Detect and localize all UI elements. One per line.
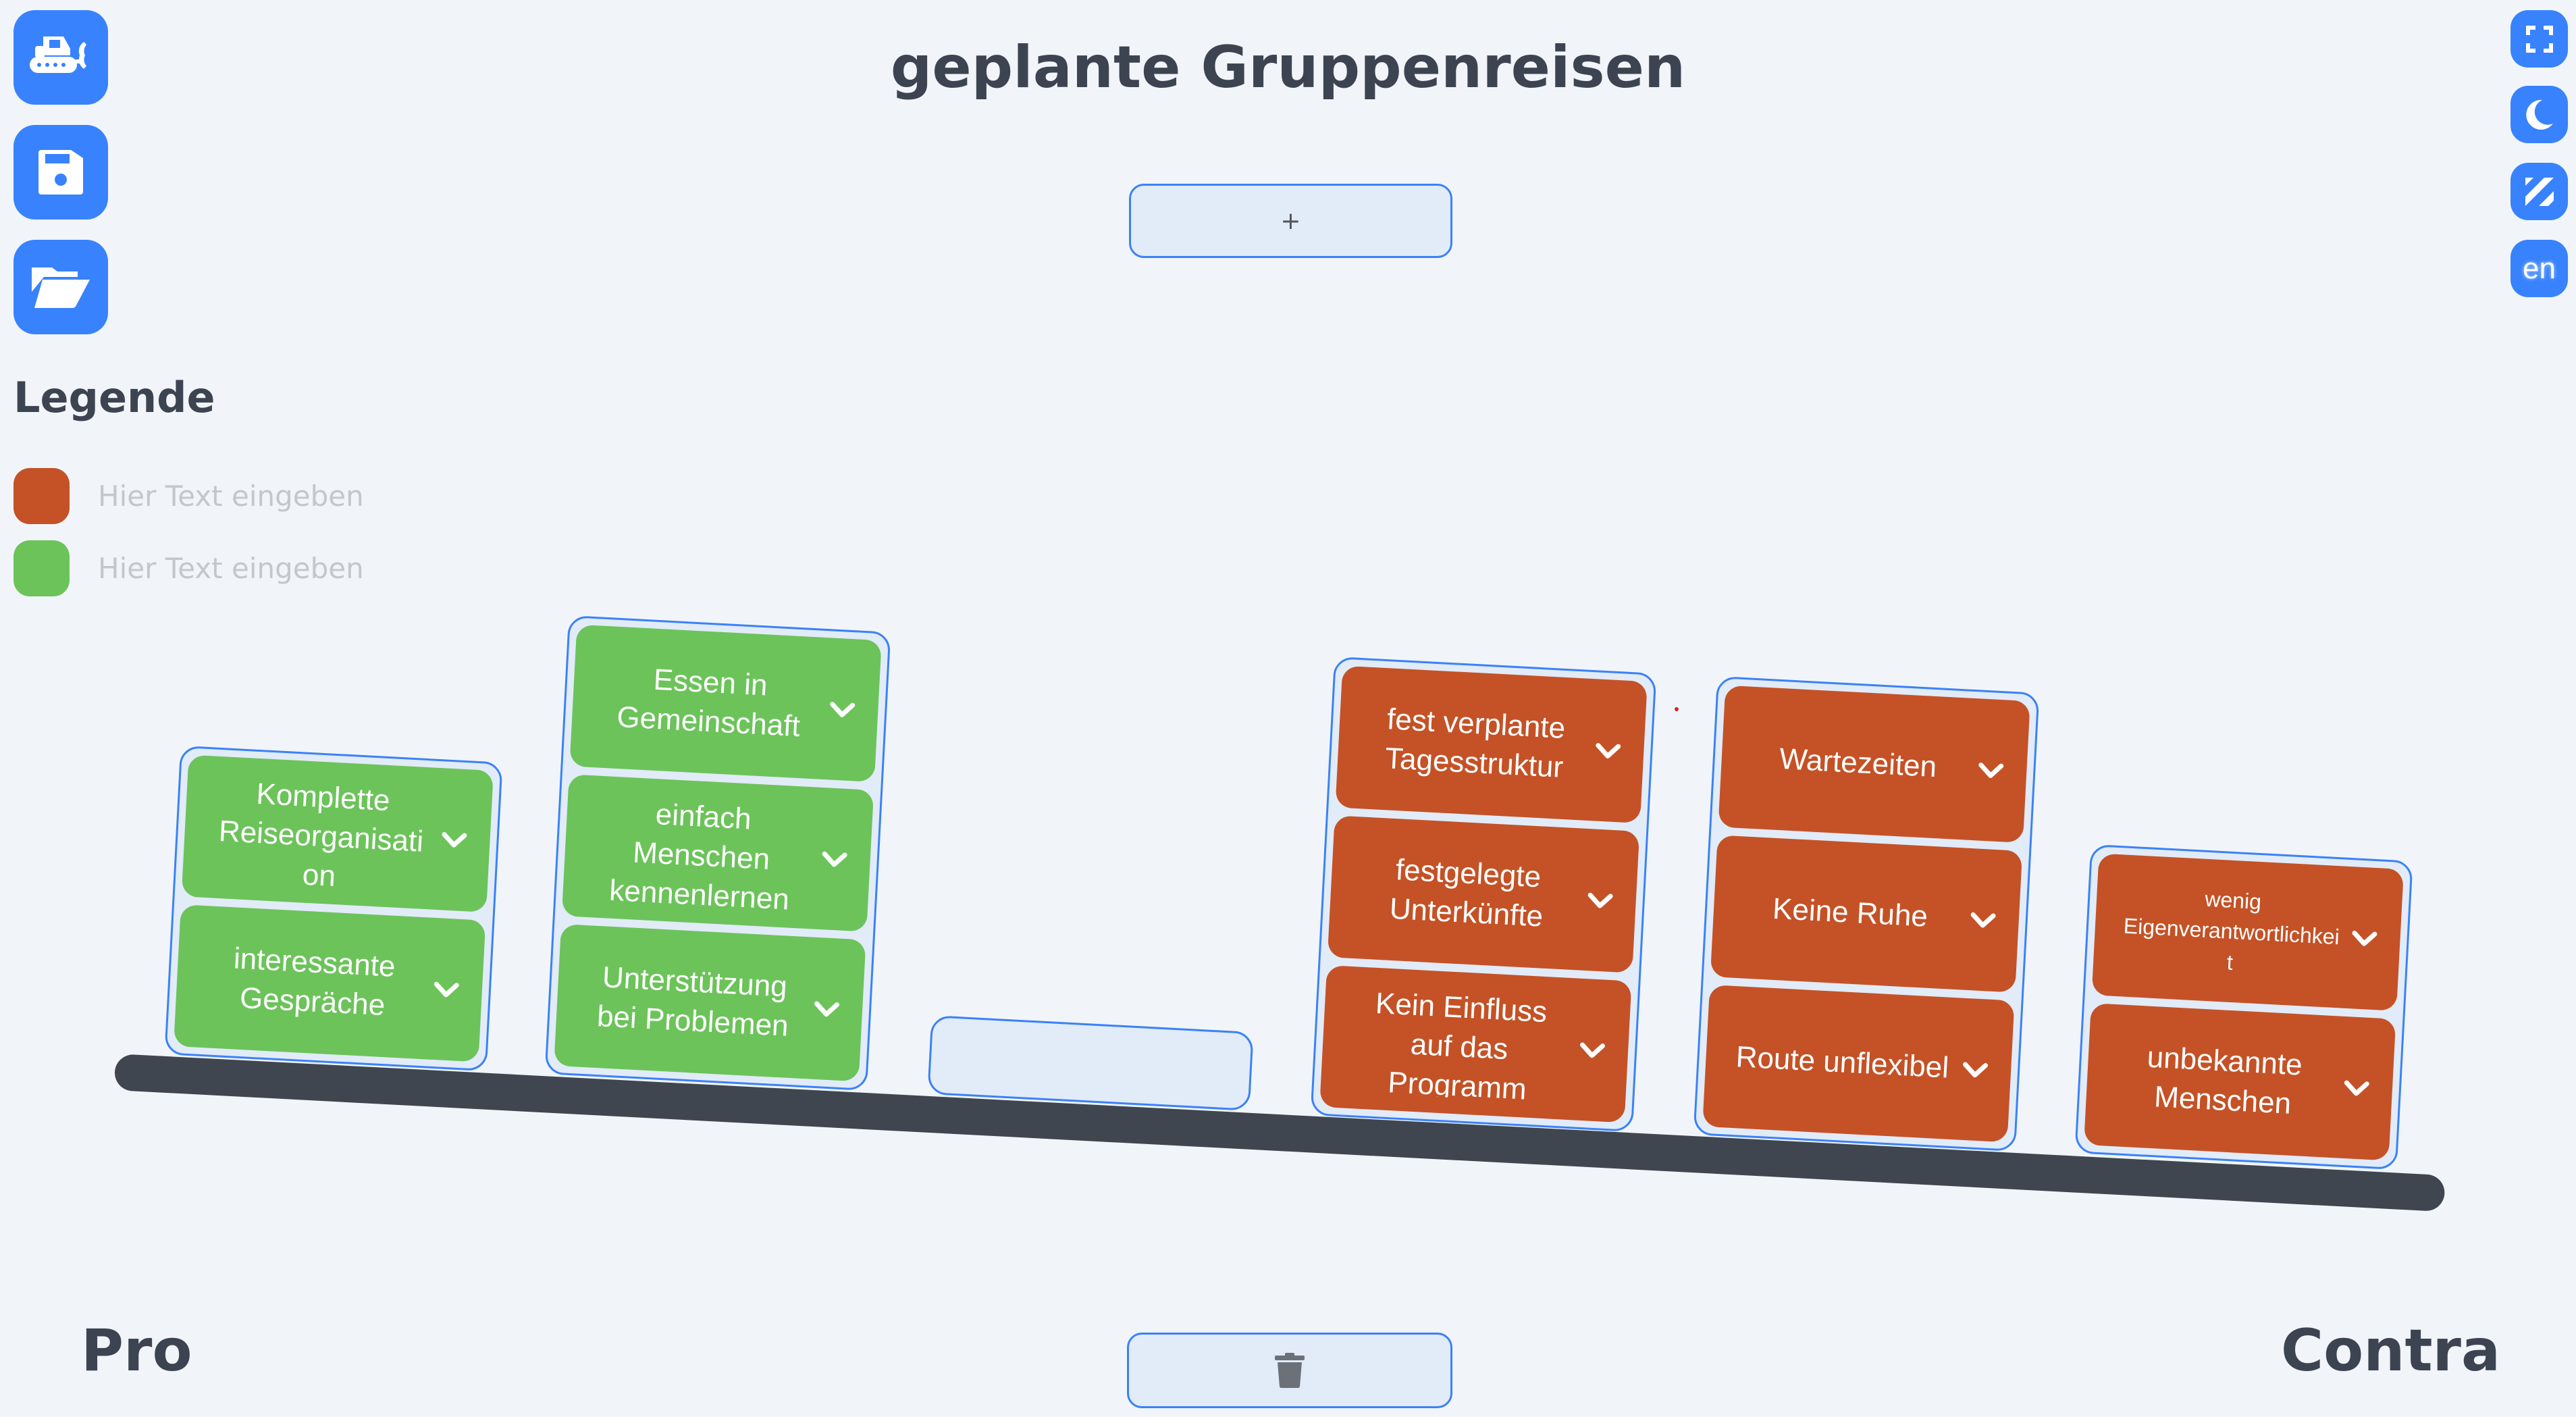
open-button[interactable] [14, 240, 108, 334]
argument-card[interactable]: unbekannte Menschen [2084, 1003, 2396, 1161]
trash-button[interactable] [1127, 1333, 1452, 1408]
chevron-down-icon[interactable] [1584, 884, 1616, 917]
language-label: en [2523, 251, 2556, 285]
legend-swatch-pro[interactable] [14, 540, 70, 596]
argument-card[interactable]: Kein Einfluss auf das Programm [1319, 965, 1632, 1123]
argument-text: festgelegte Unterkünfte [1388, 853, 1544, 933]
pro-label: Pro [81, 1317, 192, 1385]
argument-card[interactable]: Unterstützung bei Problemen [554, 924, 866, 1082]
dark-mode-button[interactable] [2511, 86, 2568, 143]
chevron-down-icon[interactable] [430, 973, 463, 1006]
argument-card[interactable]: Komplette Reiseorganisation [181, 754, 494, 912]
save-button[interactable] [14, 125, 108, 220]
contra-label: Contra [2281, 1317, 2500, 1385]
argument-text: unbekannte Menschen [2146, 1040, 2303, 1120]
stack-contra: fest verplante Tagesstruktur festgelegte … [1310, 656, 1657, 1133]
bulldozer-icon [30, 36, 86, 73]
argument-text: interessante Gespräche [232, 942, 396, 1023]
argument-card[interactable]: Wartezeiten [1718, 685, 2030, 843]
argument-text: wenig Eigenverantwortlichkeit [2123, 886, 2340, 975]
legend-swatch-contra[interactable] [14, 468, 70, 524]
argument-text: fest verplante Tagesstruktur [1384, 702, 1567, 784]
argument-card[interactable]: Essen in Gemeinschaft [569, 624, 882, 782]
chevron-down-icon[interactable] [1592, 734, 1624, 767]
chevron-down-icon[interactable] [818, 843, 851, 875]
argument-text: Unterstützung bei Problemen [596, 960, 789, 1043]
new-button[interactable] [14, 10, 108, 105]
argument-text: Wartezeiten [1778, 742, 1938, 784]
stack-pro: Essen in Gemeinschaft einfach Menschen ke… [544, 615, 891, 1091]
fullscreen-button[interactable] [2511, 10, 2568, 68]
chevron-down-icon[interactable] [810, 993, 843, 1025]
argument-text: einfach Menschen kennenlernen [608, 798, 791, 913]
argument-text: Essen in Gemeinschaft [616, 663, 801, 744]
plus-icon: + [1280, 207, 1301, 235]
stack-contra: wenig Eigenverantwortlichkeit unbekannte … [2074, 844, 2413, 1170]
argument-card[interactable]: einfach Menschen kennenlernen [561, 774, 874, 932]
add-item-button[interactable]: + [1129, 184, 1452, 258]
chevron-down-icon[interactable] [1967, 904, 1999, 936]
language-button[interactable]: en [2511, 240, 2568, 297]
argument-text: Komplette Reiseorganisation [217, 777, 425, 894]
marker-dot [1675, 707, 1679, 711]
stripes-icon [2525, 177, 2554, 206]
argument-card[interactable]: fest verplante Tagesstruktur [1335, 665, 1648, 823]
argument-text: Kein Einfluss auf das Programm [1374, 986, 1548, 1104]
page-title: geplante Gruppenreisen [890, 34, 1686, 101]
argument-card[interactable]: Keine Ruhe [1710, 835, 2023, 993]
pattern-button[interactable] [2511, 163, 2568, 220]
legend-item-contra: Hier Text eingeben [14, 468, 364, 524]
legend-text-input[interactable]: Hier Text eingeben [98, 552, 364, 585]
chevron-down-icon[interactable] [2340, 1072, 2373, 1104]
argument-card[interactable]: interessante Gespräche [174, 904, 486, 1062]
argument-card[interactable]: Route unflexibel [1702, 985, 2015, 1143]
folder-open-icon [32, 267, 90, 309]
chevron-down-icon[interactable] [1576, 1034, 1608, 1066]
legend-item-pro: Hier Text eingeben [14, 540, 364, 596]
chevron-down-icon[interactable] [826, 693, 858, 725]
empty-drop-zone[interactable] [927, 1015, 1254, 1111]
chevron-down-icon[interactable] [1974, 754, 2007, 786]
chevron-down-icon[interactable] [1959, 1054, 1991, 1086]
argument-text: Route unflexibel [1735, 1040, 1950, 1085]
stack-pro: Komplette Reiseorganisation interessante … [164, 745, 503, 1072]
save-icon [38, 150, 83, 195]
moon-icon [2525, 99, 2553, 130]
chevron-down-icon[interactable] [2348, 922, 2380, 954]
trash-icon [1275, 1353, 1305, 1388]
argument-card[interactable]: festgelegte Unterkünfte [1327, 815, 1640, 973]
fullscreen-icon [2525, 25, 2553, 53]
argument-card[interactable]: wenig Eigenverantwortlichkeit [2091, 853, 2404, 1011]
argument-text: Keine Ruhe [1771, 892, 1929, 933]
chevron-down-icon[interactable] [438, 823, 470, 856]
legend-title: Legende [14, 373, 215, 422]
legend-text-input[interactable]: Hier Text eingeben [98, 480, 364, 513]
